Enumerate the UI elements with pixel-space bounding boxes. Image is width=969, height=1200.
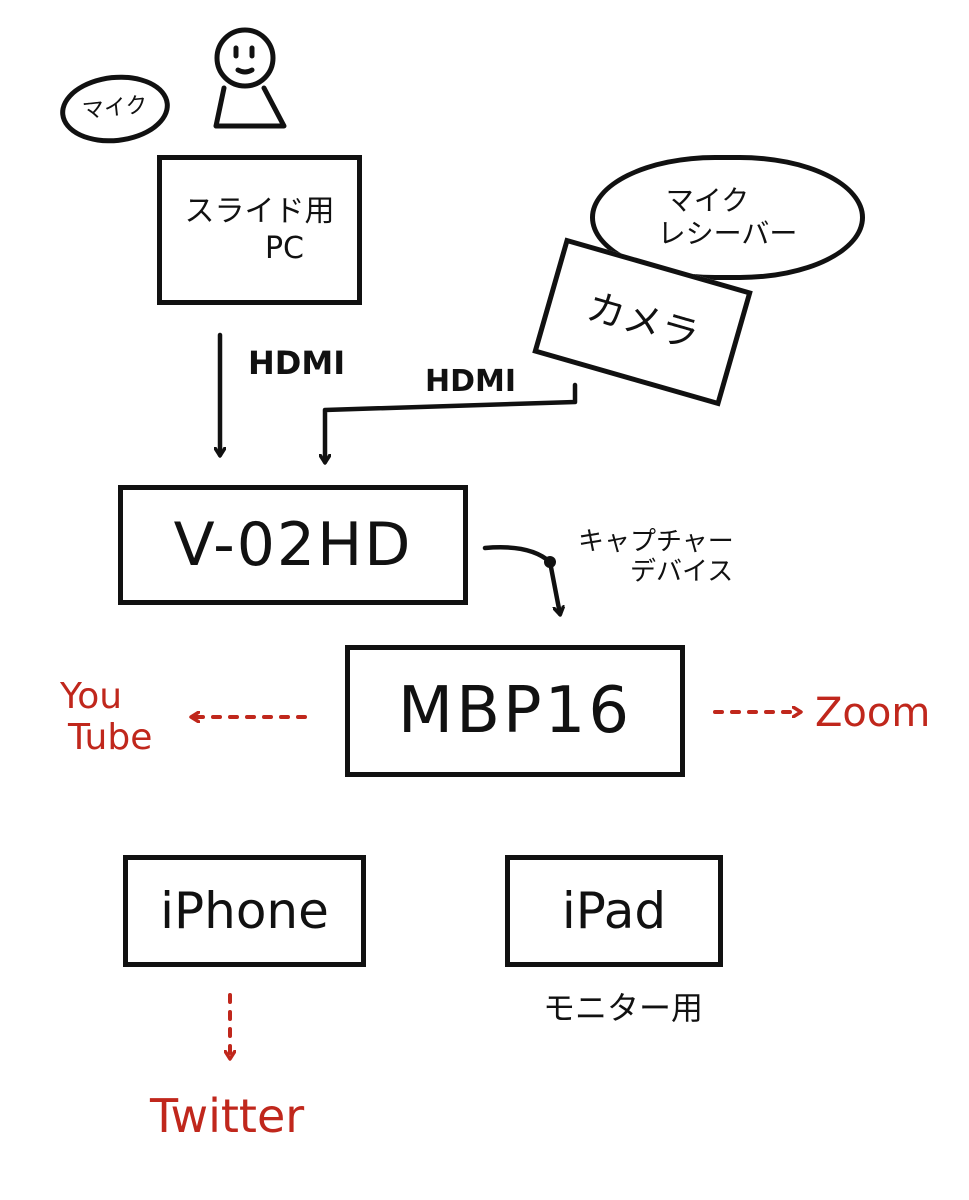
ipad-node: iPad — [505, 855, 723, 967]
zoom-destination: Zoom — [815, 690, 931, 736]
camera-label: カメラ — [581, 284, 704, 359]
slide-pc-node: スライド用 PC — [157, 155, 362, 305]
camera-to-switcher-arrow — [325, 382, 578, 462]
capture-device-dot — [544, 556, 556, 568]
slide-pc-label-line2: PC — [264, 231, 305, 266]
ipad-label: iPad — [561, 881, 667, 940]
presenter-person-icon — [213, 27, 287, 129]
camera-hdmi-label: HDMI — [425, 364, 517, 399]
iphone-label: iPhone — [160, 881, 329, 940]
mic-receiver-label-line2: レシーバー — [657, 216, 798, 250]
mic-receiver-label-line1: マイク — [665, 184, 750, 218]
switcher-label: V-02HD — [173, 509, 413, 580]
youtube-destination: You Tube — [60, 676, 152, 759]
youtube-label-line1: You — [60, 676, 123, 717]
mac-label: MBP16 — [397, 674, 633, 748]
mic-label: マイク — [81, 92, 149, 125]
youtube-label-line2: Tube — [68, 717, 153, 759]
capture-device-label-line1: キャプチャー — [578, 527, 734, 557]
pc-hdmi-label: HDMI — [248, 344, 346, 382]
capture-device-label: キャプチャー デバイス — [578, 527, 734, 588]
ipad-usage-note: モニター用 — [543, 989, 704, 1027]
switcher-node: V-02HD — [118, 485, 468, 605]
capture-device-label-line2: デバイス — [630, 556, 734, 587]
iphone-node: iPhone — [123, 855, 366, 967]
twitter-destination: Twitter — [150, 1089, 305, 1143]
mac-node: MBP16 — [345, 645, 685, 777]
slide-pc-label-line1: スライド用 — [184, 193, 335, 229]
